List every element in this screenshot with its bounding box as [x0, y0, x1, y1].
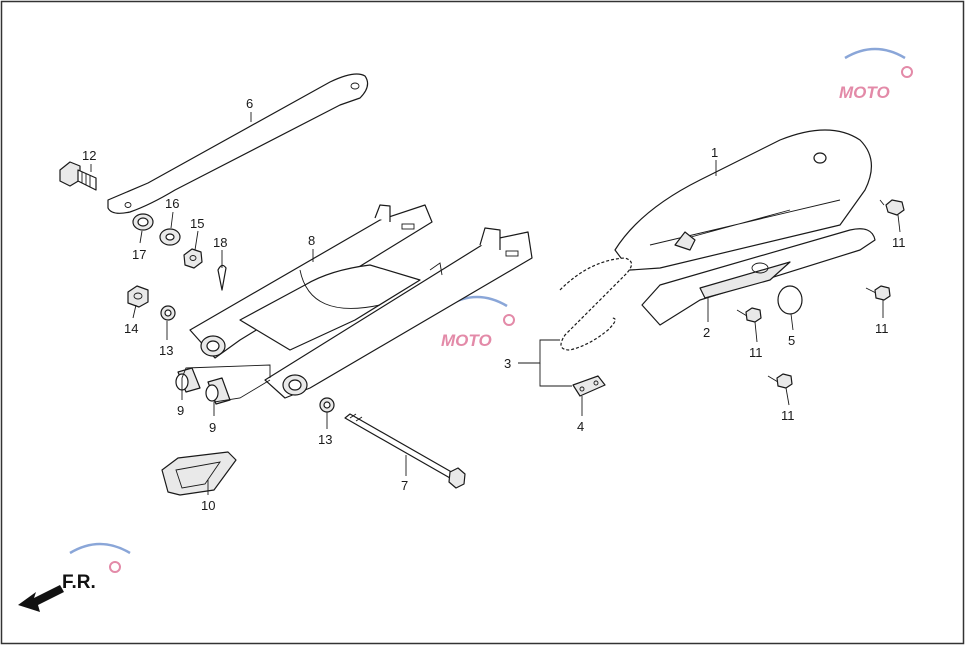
- part-4-chain-master-link: [572, 375, 606, 397]
- callout-2: 2: [703, 325, 710, 340]
- callout-11: 11: [749, 345, 763, 360]
- callout-1: 1: [711, 145, 718, 160]
- front-direction-label: F.R.: [62, 572, 96, 593]
- callout-12: 12: [82, 148, 96, 163]
- part-16-washer: [159, 228, 181, 246]
- watermark-logo: [69, 542, 131, 573]
- part-7-pivot-axle: [344, 413, 466, 489]
- callout-4: 4: [577, 419, 584, 434]
- part-11-bolt: [879, 199, 905, 216]
- callout-5: 5: [788, 333, 795, 348]
- watermark-text: MOTO: [839, 83, 890, 102]
- callout-11: 11: [781, 408, 795, 423]
- part-1-chain-case: [614, 129, 872, 271]
- part-5-cap: [777, 285, 803, 315]
- part-9-bushing: [175, 367, 201, 393]
- callout-16: 16: [165, 196, 179, 211]
- front-arrow-icon: [18, 585, 64, 612]
- callout-13: 13: [159, 343, 173, 358]
- part-12-bolt: [59, 161, 97, 191]
- part-14-nut: [127, 285, 149, 308]
- callout-18: 18: [213, 235, 227, 250]
- callout-numbers: 6 12 16 17 15 18 8 14 13 9 9 10 13 7 1 2…: [82, 96, 906, 513]
- part-18-cotter-pin: [217, 264, 227, 291]
- part-3-drive-chain: [559, 257, 633, 351]
- callout-13: 13: [318, 432, 332, 447]
- part-10-chain-slider: [161, 451, 237, 496]
- part-11-bolt: [736, 307, 762, 323]
- watermark-text: MOTO: [441, 331, 492, 350]
- callout-8: 8: [308, 233, 315, 248]
- part-13-washer: [160, 305, 176, 321]
- callout-15: 15: [190, 216, 204, 231]
- part-2-chain-case-lower: [641, 228, 876, 326]
- part-11-bolt: [767, 373, 793, 389]
- callout-9: 9: [209, 420, 216, 435]
- part-15-nut: [183, 248, 203, 269]
- leader-lines: [90, 112, 901, 495]
- callout-14: 14: [124, 321, 138, 336]
- part-13-washer: [319, 397, 335, 413]
- part-8-swingarm: [189, 204, 533, 399]
- part-17-collar: [132, 213, 154, 231]
- callout-6: 6: [246, 96, 253, 111]
- part-11-bolt: [865, 285, 891, 301]
- callout-11: 11: [892, 235, 906, 250]
- callout-17: 17: [132, 247, 146, 262]
- callout-11: 11: [875, 321, 889, 336]
- callout-7: 7: [401, 478, 408, 493]
- part-9-bushing: [205, 377, 231, 405]
- callout-10: 10: [201, 498, 215, 513]
- part-6-brake-stopper-arm: [107, 73, 369, 214]
- watermark-logo: MOTO: [839, 47, 913, 102]
- callout-3: 3: [504, 356, 511, 371]
- front-direction-indicator: F.R.: [18, 572, 96, 612]
- callout-9: 9: [177, 403, 184, 418]
